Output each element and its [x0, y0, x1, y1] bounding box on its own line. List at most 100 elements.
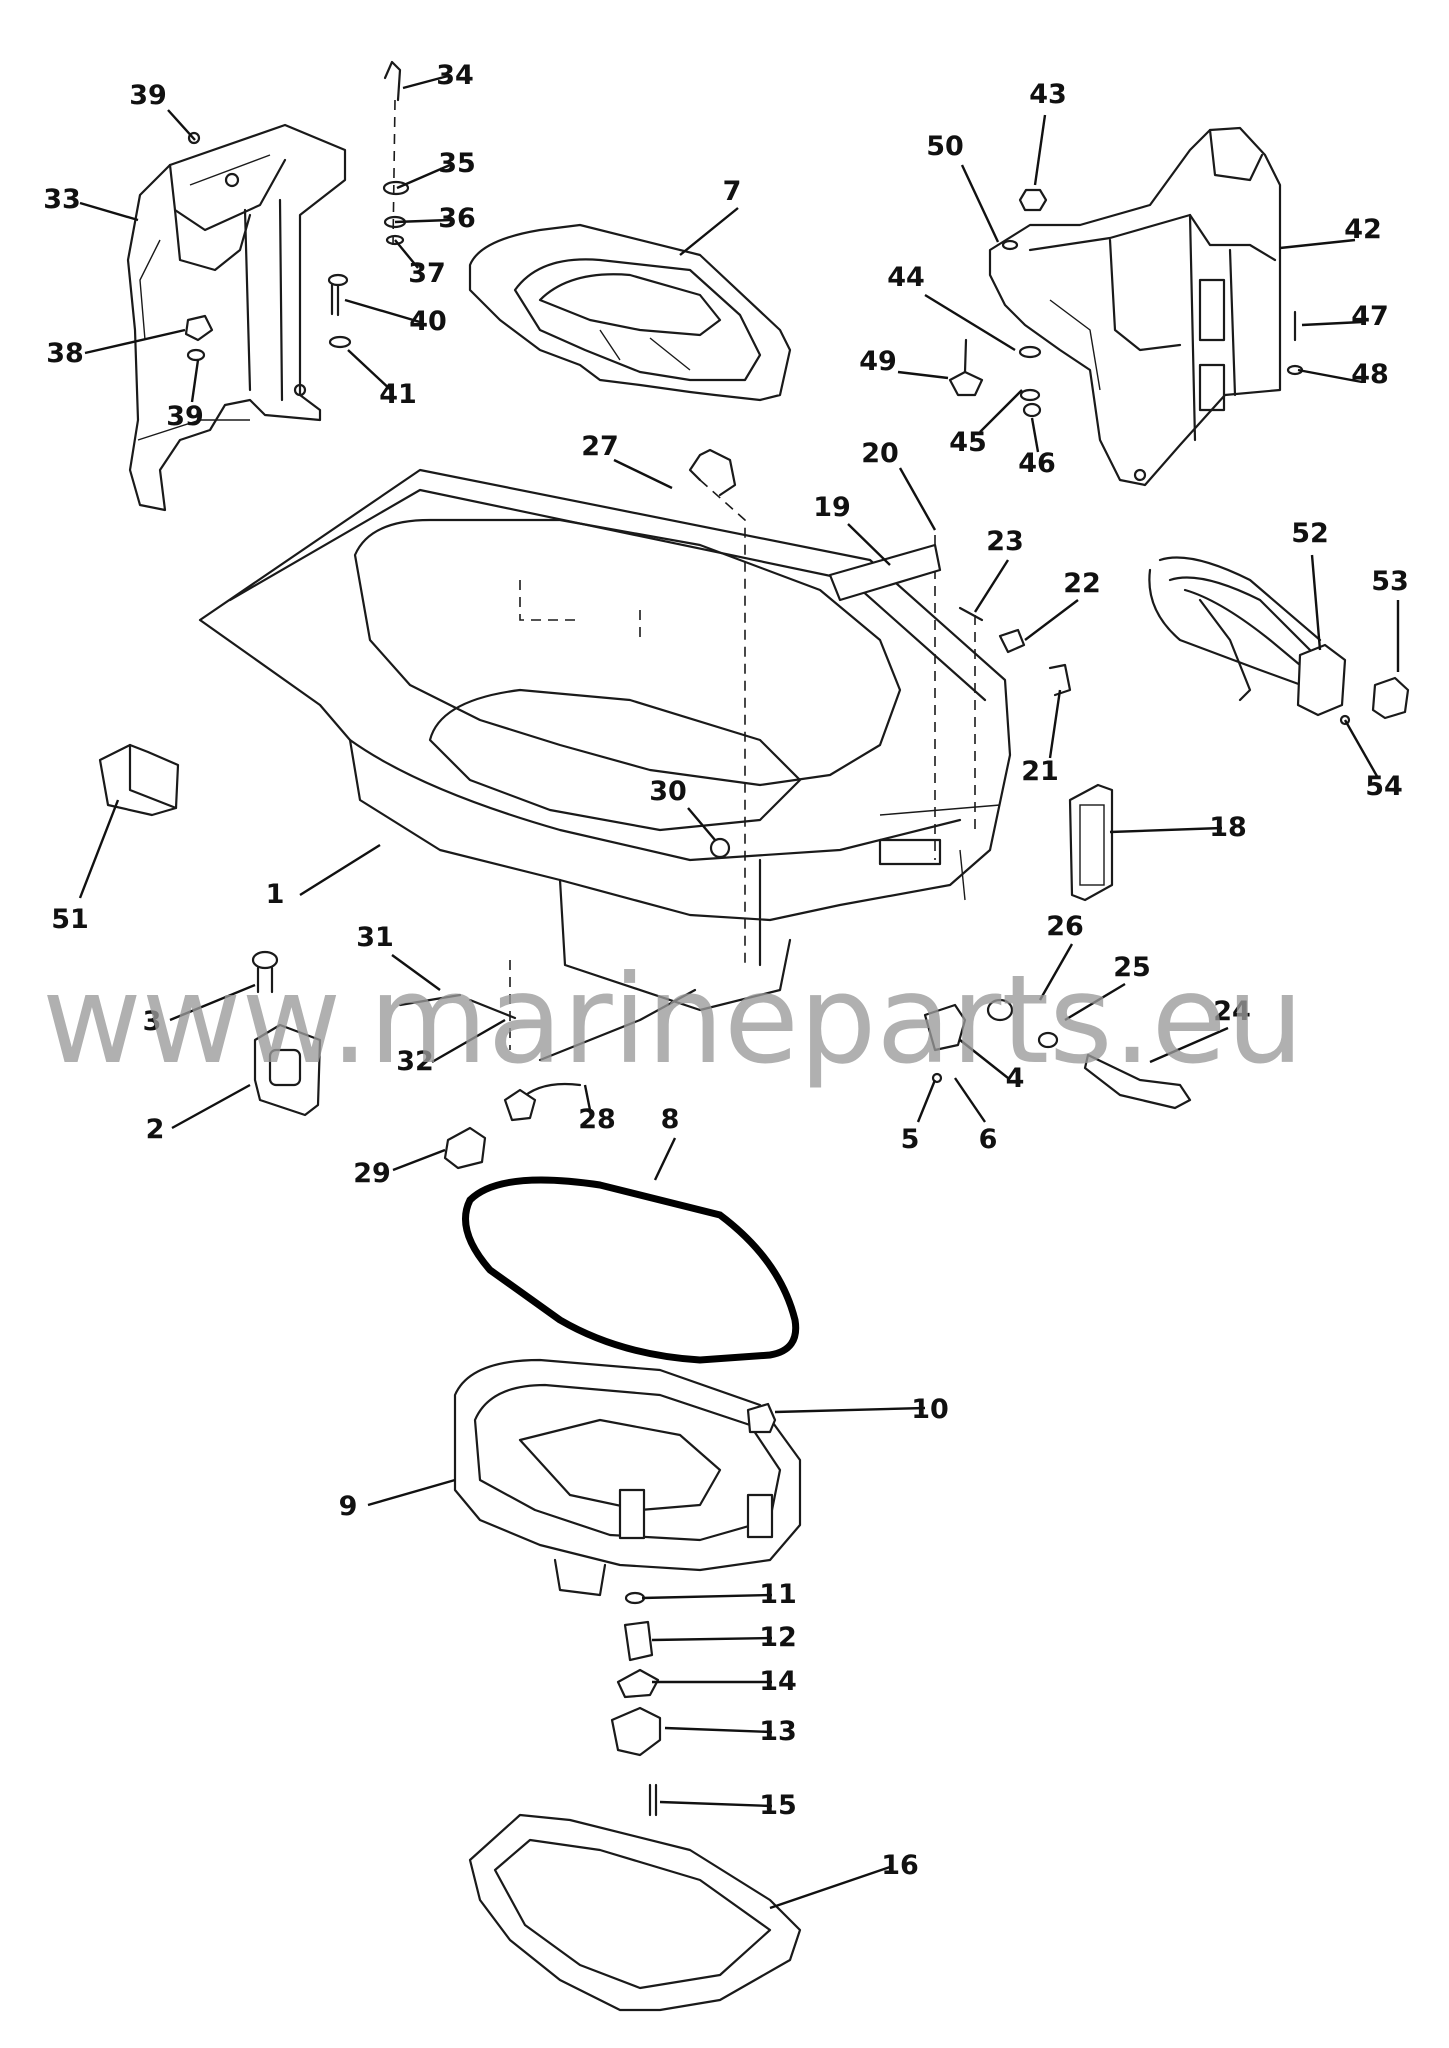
leader-line-50 [960, 164, 1000, 243]
leader-line-4 [959, 1039, 1009, 1079]
leader-line-20 [898, 467, 937, 531]
leader-line-3 [169, 983, 256, 1022]
leader-line-21 [1048, 689, 1062, 759]
callout-label-13: 13 [759, 1716, 797, 1747]
leader-line-34 [402, 74, 449, 90]
leader-line-44 [924, 293, 1016, 352]
callout-label-24: 24 [1213, 996, 1251, 1027]
clip-parts [958, 606, 1072, 697]
callout-label-5: 5 [901, 1124, 920, 1155]
callout-leaders [78, 74, 1400, 1910]
callout-label-12: 12 [759, 1622, 797, 1653]
hardware-stack-11-15 [610, 1591, 662, 1817]
leader-line-6 [954, 1077, 986, 1123]
leader-line-19 [847, 523, 891, 566]
callout-label-22: 22 [1063, 568, 1101, 599]
leader-line-18 [1109, 826, 1223, 834]
callout-label-27: 27 [581, 431, 619, 462]
leader-line-33 [79, 201, 139, 222]
leader-line-9 [367, 1478, 456, 1507]
callout-label-9: 9 [339, 1491, 358, 1522]
bracket-51 [98, 743, 180, 817]
o-ring-8 [462, 1176, 800, 1364]
callout-label-31: 31 [356, 922, 394, 953]
leader-line-1 [299, 843, 381, 897]
callout-label-45: 45 [949, 427, 987, 458]
leader-line-16 [769, 1864, 894, 1910]
leader-line-48 [1297, 368, 1363, 384]
leader-line-12 [651, 1636, 773, 1642]
callout-label-32: 32 [396, 1046, 434, 1077]
callout-label-53: 53 [1371, 566, 1409, 597]
callout-label-15: 15 [759, 1790, 797, 1821]
leader-line-45 [979, 389, 1023, 433]
callout-label-52: 52 [1291, 518, 1329, 549]
leader-line-38 [84, 328, 186, 355]
mount-2-3 [251, 950, 322, 1117]
callout-label-3: 3 [143, 1006, 162, 1037]
callout-label-18: 18 [1209, 812, 1247, 843]
callout-label-47: 47 [1351, 301, 1389, 332]
leader-line-2 [171, 1083, 251, 1130]
hardware-upper-left [184, 60, 410, 362]
callout-label-28: 28 [578, 1104, 616, 1135]
callout-label-33: 33 [43, 184, 81, 215]
leader-line-28 [583, 1084, 592, 1111]
callout-label-41: 41 [379, 379, 417, 410]
callout-label-4: 4 [1006, 1063, 1025, 1094]
callout-label-39: 39 [129, 80, 167, 111]
callout-label-49: 49 [859, 346, 897, 377]
callout-label-2: 2 [146, 1114, 165, 1145]
callout-label-50: 50 [926, 131, 964, 162]
cable-28-31-32 [398, 988, 697, 1170]
callout-label-36: 36 [438, 203, 476, 234]
callout-label-44: 44 [887, 262, 925, 293]
callout-label-19: 19 [813, 492, 851, 523]
callout-label-37: 37 [408, 258, 446, 289]
leader-line-52 [1310, 554, 1322, 651]
hardware-upper-right [948, 188, 1304, 418]
callout-label-30: 30 [649, 776, 687, 807]
leader-line-36 [394, 218, 451, 224]
callout-label-14: 14 [759, 1666, 797, 1697]
leader-line-40 [344, 298, 421, 324]
callout-label-23: 23 [986, 526, 1024, 557]
leader-line-54 [1343, 719, 1380, 779]
leader-line-10 [774, 1406, 926, 1414]
leader-line-23 [973, 559, 1010, 613]
leader-line-26 [1038, 943, 1074, 1001]
leader-line-25 [1064, 982, 1126, 1022]
leader-line-24 [1149, 1026, 1229, 1064]
leader-line-15 [659, 1800, 773, 1808]
leader-line-27 [613, 458, 673, 490]
leader-line-43 [1033, 114, 1047, 186]
gasket-16 [468, 1813, 802, 2012]
callout-label-11: 11 [759, 1579, 797, 1610]
main-cowl-housing [198, 448, 1012, 1050]
callout-label-10: 10 [911, 1394, 949, 1425]
leader-line-35 [396, 163, 451, 190]
callout-label-21: 21 [1021, 756, 1059, 787]
leader-line-22 [1024, 599, 1079, 641]
callout-label-20: 20 [861, 438, 899, 469]
leader-line-51 [78, 799, 120, 899]
leader-line-7 [679, 207, 739, 256]
leader-line-49 [897, 370, 949, 380]
callout-label-1: 1 [266, 879, 285, 910]
callout-label-7: 7 [723, 176, 742, 207]
leader-line-5 [916, 1079, 937, 1123]
callout-label-16: 16 [881, 1850, 919, 1881]
callout-label-39: 39 [166, 401, 204, 432]
bracket-assembly-right [988, 126, 1282, 487]
callout-label-34: 34 [436, 60, 474, 91]
callout-label-38: 38 [46, 338, 84, 369]
leader-line-11 [641, 1593, 773, 1600]
grommet-30 [709, 837, 731, 859]
bracket-assembly-left [126, 123, 347, 512]
plate-upper [468, 223, 792, 402]
callout-label-6: 6 [979, 1124, 998, 1155]
leader-line-39 [167, 109, 196, 141]
callout-label-40: 40 [409, 306, 447, 337]
